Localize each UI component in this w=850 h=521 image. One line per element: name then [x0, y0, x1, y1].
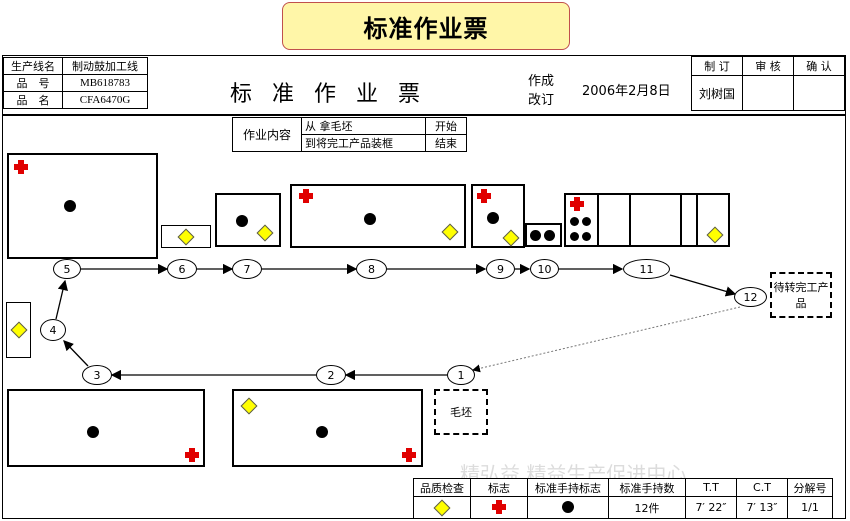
legend-header-breakdown: 分解号 — [787, 478, 833, 497]
date: 2006年2月8日 — [582, 84, 671, 99]
step-node-8: 8 — [356, 259, 387, 279]
step-node-1: 1 — [447, 365, 475, 385]
work-content-label: 作业内容 — [232, 117, 302, 152]
step-node-5: 5 — [53, 259, 81, 279]
standard-stock-dot-icon — [364, 213, 376, 225]
review-cell — [742, 75, 794, 111]
red-cross-icon — [185, 448, 199, 462]
yellow-diamond-icon — [502, 229, 520, 247]
legend-header-tt: T.T — [685, 478, 737, 497]
machine-9 — [471, 184, 525, 248]
machine-10 — [525, 223, 562, 247]
quality-check-station-left — [6, 302, 31, 358]
legend-ct-value: 7′ 13″ — [736, 496, 788, 519]
work-start: 开始 — [425, 117, 467, 135]
blank-material-box: 毛坯 — [434, 389, 488, 435]
red-cross-icon — [492, 500, 506, 514]
standard-stock-dot-icon — [530, 230, 541, 241]
yellow-diamond-icon — [256, 224, 274, 242]
yellow-diamond-icon — [10, 321, 28, 339]
line-value: 制动鼓加工线 — [62, 57, 148, 75]
step-node-11: 11 — [623, 259, 670, 279]
machine-top-left — [7, 153, 158, 259]
red-cross-icon — [570, 197, 584, 211]
red-cross-icon — [14, 160, 28, 174]
red-cross-icon — [299, 189, 313, 203]
legend-stock-symbol — [527, 496, 609, 519]
yellow-diamond-icon — [240, 397, 258, 415]
step-node-12: 12 — [734, 287, 767, 307]
legend-quality-symbol — [413, 496, 471, 519]
part-name-value: CFA6470G — [62, 91, 148, 109]
standard-stock-dot-icon — [316, 426, 328, 438]
quality-check-station — [161, 225, 211, 248]
finished-product-box: 待转完工产品 — [770, 272, 832, 318]
arrow-3-4 — [63, 340, 89, 367]
legend-header-mark: 标志 — [470, 478, 528, 497]
line-label: 生产线名 — [3, 57, 63, 75]
standard-stock-dot-icon — [64, 200, 76, 212]
part-no-value: MB618783 — [62, 74, 148, 92]
confirm-cell — [793, 75, 845, 111]
red-cross-icon — [477, 189, 491, 203]
sign-label-made: 制 订 — [691, 56, 743, 76]
work-content-table: 作业内容 从 拿毛坯 开始 到将完工产品装框 结束 — [232, 117, 467, 152]
machine-8 — [290, 184, 466, 248]
legend-table: 品质检查 标志 标准手持标志 标准手持数 T.T C.T 分解号 12件 7′ … — [413, 478, 833, 519]
yellow-diamond-icon — [706, 226, 724, 244]
part-no-label: 品 号 — [3, 74, 63, 92]
legend-breakdown-value: 1/1 — [787, 496, 833, 519]
standard-stock-dot-icon — [582, 232, 591, 241]
step-node-10: 10 — [530, 259, 559, 279]
machine-7 — [215, 193, 281, 247]
standard-stock-dot-icon — [570, 217, 579, 226]
step-node-4: 4 — [40, 319, 66, 341]
author-name: 刘树国 — [691, 75, 743, 111]
arrow-4-5 — [55, 279, 68, 320]
machine-bottom-left — [7, 389, 205, 467]
standard-stock-dot-icon — [562, 501, 574, 513]
part-name-label: 品 名 — [3, 91, 63, 109]
arrow-12-1-dotted — [472, 306, 741, 373]
standard-stock-dot-icon — [236, 215, 248, 227]
legend-mark-symbol — [470, 496, 528, 519]
machine-bottom-middle — [232, 389, 423, 467]
banner-title: 标准作业票 — [282, 2, 570, 50]
standard-stock-dot-icon — [570, 232, 579, 241]
yellow-diamond-icon — [441, 223, 459, 241]
arrow-11-12 — [669, 274, 737, 297]
yellow-diamond-icon — [177, 228, 195, 246]
legend-stock-count: 12件 — [608, 496, 686, 519]
legend-header-stock-mark: 标准手持标志 — [527, 478, 609, 497]
legend-header-quality: 品质检查 — [413, 478, 471, 497]
step-node-2: 2 — [316, 365, 346, 385]
work-from: 从 拿毛坯 — [301, 117, 426, 135]
standard-stock-dot-icon — [544, 230, 555, 241]
made-label: 作成 — [528, 74, 555, 89]
step-node-6: 6 — [167, 259, 197, 279]
yellow-diamond-icon — [433, 499, 451, 517]
legend-tt-value: 7′ 22″ — [685, 496, 737, 519]
work-to: 到将完工产品装框 — [301, 134, 426, 152]
red-cross-icon — [402, 448, 416, 462]
header-info-table: 生产线名 制动鼓加工线 品 号 MB618783 品 名 CFA6470G — [3, 57, 148, 109]
step-node-7: 7 — [232, 259, 262, 279]
header-divider — [2, 114, 846, 116]
sign-label-review: 审 核 — [742, 56, 794, 76]
work-end: 结束 — [425, 134, 467, 152]
machine-11-group — [564, 193, 730, 247]
sign-table: 制 订 审 核 确 认 刘树国 — [691, 56, 845, 111]
sign-label-confirm: 确 认 — [793, 56, 845, 76]
step-node-9: 9 — [486, 259, 515, 279]
revised-label: 改订 — [528, 93, 555, 108]
standard-stock-dot-icon — [487, 212, 499, 224]
standard-stock-dot-icon — [582, 217, 591, 226]
legend-header-ct: C.T — [736, 478, 788, 497]
step-node-3: 3 — [82, 365, 112, 385]
legend-header-stock-count: 标准手持数 — [608, 478, 686, 497]
page-title: 标准作业票 — [230, 82, 441, 107]
standard-stock-dot-icon — [87, 426, 99, 438]
